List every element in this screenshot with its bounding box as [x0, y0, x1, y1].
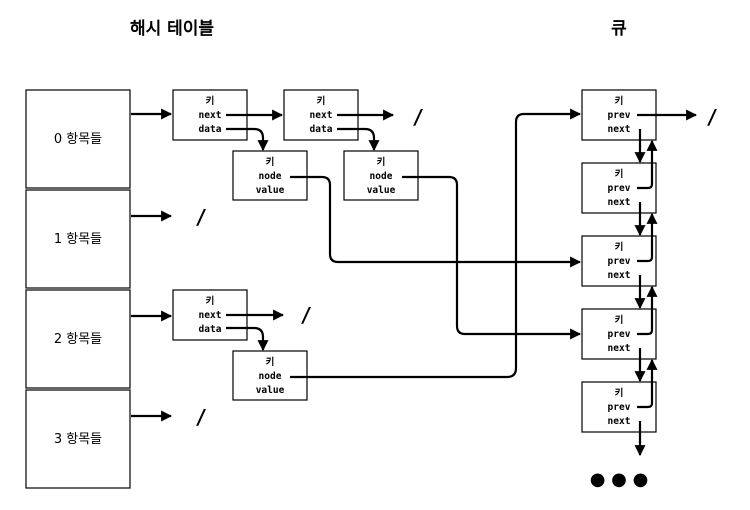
null-marker: /: [706, 105, 718, 129]
queue-prev-link: [637, 285, 658, 336]
queue-prev-link: [637, 139, 658, 190]
data-node-2a: 키 node value: [232, 350, 308, 401]
hash-table-title: 해시 테이블: [130, 19, 214, 39]
entry-data-arrow: [226, 127, 269, 152]
queue-next: next: [608, 343, 631, 354]
node-to-queue-arrow: [402, 175, 582, 340]
entry-key: 키: [206, 95, 215, 107]
data-node: node: [259, 171, 282, 182]
queue-next: next: [608, 124, 631, 135]
node-to-queue-arrow: [290, 175, 582, 268]
queue-prev: prev: [608, 402, 631, 413]
null-marker: /: [412, 105, 424, 129]
null-marker: /: [195, 405, 207, 429]
data-value: value: [256, 385, 285, 396]
data-node: node: [370, 171, 393, 182]
data-value: value: [367, 185, 396, 196]
queue-title: 큐: [611, 19, 627, 39]
entry-data-arrow: [226, 326, 269, 352]
entry-data-arrow: [337, 127, 380, 152]
entry-data: data: [199, 324, 222, 335]
bucket-label: 3 항목들: [54, 432, 102, 447]
queue-prev: prev: [608, 329, 631, 340]
data-key: 키: [266, 356, 275, 368]
hash-bucket-1: 1 항목들: [25, 189, 131, 289]
queue-prev: prev: [608, 110, 631, 121]
queue-key: 키: [615, 241, 624, 253]
ellipsis-dots: ● ● ●: [590, 469, 649, 490]
bucket-label: 1 항목들: [54, 232, 102, 247]
queue-prev-link: [637, 212, 658, 263]
entry-next: next: [199, 110, 222, 121]
queue-next: next: [608, 197, 631, 208]
hash-bucket-0: 0 항목들: [25, 89, 131, 189]
node-to-queue-arrow: [290, 108, 582, 379]
hash-bucket-3: 3 항목들: [25, 389, 131, 489]
null-marker: /: [300, 303, 312, 327]
entry-next: next: [199, 310, 222, 321]
bucket-label: 2 항목들: [54, 332, 102, 347]
entry-key: 키: [317, 95, 326, 107]
queue-prev: prev: [608, 183, 631, 194]
null-marker: /: [195, 205, 207, 229]
queue-key: 키: [615, 95, 624, 107]
queue-next: next: [608, 270, 631, 281]
entry-key: 키: [206, 295, 215, 307]
data-key: 키: [266, 156, 275, 168]
data-node: node: [259, 371, 282, 382]
queue-key: 키: [615, 314, 624, 326]
queue-key: 키: [615, 168, 624, 180]
data-node-0a: 키 node value: [232, 150, 308, 201]
hash-bucket-2: 2 항목들: [25, 289, 131, 389]
bucket-label: 0 항목들: [54, 132, 102, 147]
data-value: value: [256, 185, 285, 196]
data-node-0b: 키 node value: [343, 150, 419, 201]
entry-next: next: [310, 110, 333, 121]
data-key: 키: [377, 156, 386, 168]
queue-next: next: [608, 416, 631, 427]
queue-key: 키: [615, 387, 624, 399]
entry-data: data: [310, 124, 333, 135]
queue-prev: prev: [608, 256, 631, 267]
queue-node-0: 키 prev next: [581, 89, 657, 141]
queue-prev-link: [637, 358, 658, 409]
entry-data: data: [199, 124, 222, 135]
